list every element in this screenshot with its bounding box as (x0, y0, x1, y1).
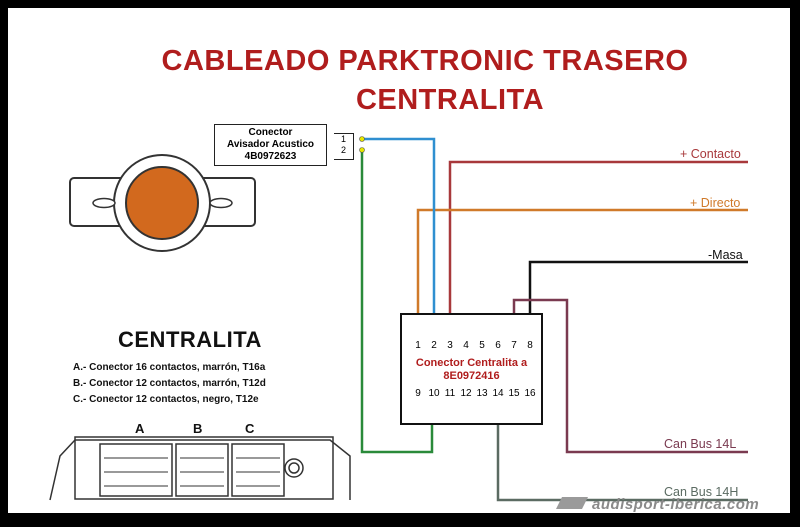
wire-directo (416, 208, 748, 329)
title-line2: CENTRALITA (355, 84, 545, 116)
connector-letter-b: B (193, 421, 203, 436)
buzzer-illustration (69, 154, 256, 252)
pin-label-10: 10 (428, 388, 440, 399)
pin-label-1: 1 (415, 340, 421, 351)
pin-label-4: 4 (463, 340, 469, 351)
connector-letter-c: C (245, 421, 255, 436)
label-directo: + Directo (690, 196, 741, 210)
wire-masa (528, 260, 748, 329)
frame (8, 8, 790, 513)
centralita-item-b: B.- Conector 12 contactos, marrón, T12d (73, 378, 266, 389)
pin-label-13: 13 (476, 388, 488, 399)
label-can-low: Can Bus 14L (664, 437, 737, 451)
centralita-item-a: A.- Conector 16 contactos, marrón, T16a (73, 362, 266, 373)
unit-connector-box (400, 313, 543, 425)
buzzer-connector-label: Conector Avisador Acustico 4B0972623 (214, 124, 327, 166)
pin-label-8: 8 (527, 340, 533, 351)
label-masa: -Masa (708, 248, 743, 262)
centralita-housing (49, 436, 351, 501)
pin-label-16: 16 (524, 388, 536, 399)
pin-label-9: 9 (415, 388, 421, 399)
buzzer-line3: 4B0972623 (244, 151, 297, 162)
pin-label-11: 11 (444, 388, 456, 399)
buzzer-pin-numbers: 1 2 (334, 133, 354, 160)
watermark: audisport-iberica.com (592, 496, 760, 513)
centralita-item-c: C.- Conector 12 contactos, negro, T12e (73, 394, 259, 405)
centralita-heading: CENTRALITA (118, 327, 262, 352)
pin-label-3: 3 (447, 340, 453, 351)
wires (360, 137, 748, 502)
buzzer-pin-1: 1 (340, 134, 346, 144)
unit-connector-line1: Conector Centralita a (415, 357, 528, 369)
pin-label-6: 6 (495, 340, 501, 351)
wire-can-high (496, 410, 748, 502)
pin-label-2: 2 (431, 340, 437, 351)
pin-label-14: 14 (492, 388, 504, 399)
buzzer-line1: Conector (248, 127, 293, 138)
title-line1: CABLEADO PARKTRONIC TRASERO (161, 45, 689, 77)
wire-green (360, 150, 434, 454)
unit-connector-line2: 8E0972416 (443, 370, 500, 382)
unit-connector-title: Conector Centralita a 8E0972416 (400, 357, 543, 383)
pin-label-7: 7 (511, 340, 517, 351)
label-contacto: + Contacto (680, 147, 741, 161)
pin-label-12: 12 (460, 388, 472, 399)
label-can-high: Can Bus 14H (664, 485, 739, 499)
wire-can-low (512, 298, 748, 454)
pin-label-5: 5 (479, 340, 485, 351)
connector-letter-a: A (135, 421, 145, 436)
buzzer-pin-2: 2 (340, 145, 346, 155)
wire-contacto (448, 160, 748, 329)
pin-label-15: 15 (508, 388, 520, 399)
buzzer-line2: Avisador Acustico (226, 139, 315, 150)
watermark-logo (556, 497, 588, 509)
wire-blue (362, 137, 436, 329)
